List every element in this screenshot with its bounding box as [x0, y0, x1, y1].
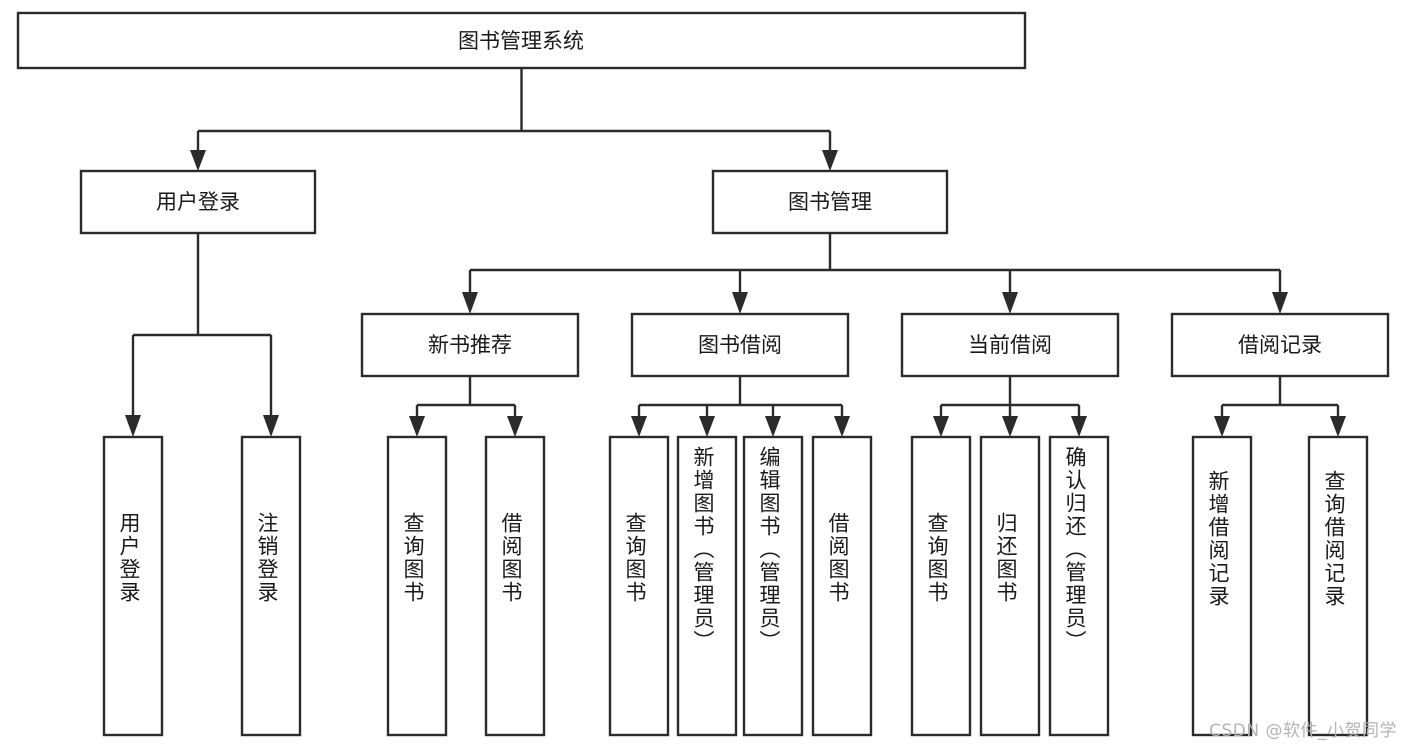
leaf-boxes-current-borrow[interactable] — [910, 435, 1110, 737]
leaf-box-bb-edit-book[interactable] — [742, 435, 804, 737]
node-new-book-recommend[interactable]: 新书推荐 — [360, 312, 580, 378]
node-root-label: 图书管理系统 — [458, 29, 584, 53]
node-new-book-recommend-box[interactable] — [360, 312, 580, 378]
leaf-box-br-add-record[interactable] — [1191, 435, 1253, 737]
arrow-head-bb-leaf-2 — [699, 416, 715, 437]
node-borrow-record[interactable]: 借阅记录 — [1170, 312, 1390, 378]
leaf-box-bb-add-book[interactable] — [676, 435, 738, 737]
connectors-new-book-to-leaves — [409, 376, 523, 437]
node-borrow-record-label: 借阅记录 — [1238, 333, 1322, 357]
leaf-box-cb-return-book[interactable] — [979, 435, 1041, 737]
node-current-borrow-box[interactable] — [900, 312, 1120, 378]
node-book-manage-box[interactable] — [711, 169, 949, 235]
leaf-box-nb-query-book[interactable] — [386, 435, 448, 737]
arrow-head-current-borrow — [1002, 292, 1018, 314]
connectors-book-borrow-to-leaves — [631, 376, 850, 437]
arrow-head-new-book-recommend — [462, 292, 478, 314]
leaf-boxes-user-login[interactable] — [102, 435, 302, 737]
node-user-login-box[interactable] — [79, 169, 317, 235]
leaf-box-user-login[interactable] — [102, 435, 164, 737]
node-book-borrow[interactable]: 图书借阅 — [630, 312, 850, 378]
arrow-head-nb-leaf-1 — [409, 416, 425, 437]
arrow-head-cb-leaf-3 — [1071, 416, 1087, 437]
arrow-head-leaf-logout — [263, 415, 279, 437]
node-current-borrow-label: 当前借阅 — [968, 333, 1052, 357]
leaf-boxes-new-book-recommend[interactable] — [386, 435, 546, 737]
leaf-boxes-borrow-record[interactable] — [1191, 435, 1369, 737]
node-book-manage-label: 图书管理 — [788, 190, 872, 214]
leaf-box-logout[interactable] — [240, 435, 302, 737]
node-root-box[interactable] — [16, 11, 1027, 70]
leaf-boxes-book-borrow[interactable] — [608, 435, 873, 737]
node-book-borrow-box[interactable] — [630, 312, 850, 378]
arrow-head-book-borrow — [732, 292, 748, 314]
arrow-head-user-login — [190, 150, 206, 171]
arrow-head-bb-leaf-3 — [765, 416, 781, 437]
connectors-borrow-record-to-leaves — [1214, 376, 1346, 437]
arrow-head-book-manage — [822, 150, 838, 171]
leaf-box-cb-confirm-return[interactable] — [1048, 435, 1110, 737]
arrow-head-nb-leaf-2 — [507, 416, 523, 437]
leaf-box-cb-query-book[interactable] — [910, 435, 972, 737]
node-new-book-recommend-label: 新书推荐 — [428, 333, 512, 357]
arrow-head-leaf-user-login — [125, 415, 141, 437]
leaf-box-bb-query-book[interactable] — [608, 435, 670, 737]
connectors-book-manage-to-level3 — [462, 234, 1288, 314]
arrow-head-br-leaf-2 — [1330, 416, 1346, 437]
leaf-box-nb-borrow-book[interactable] — [484, 435, 546, 737]
leaf-box-br-query-record[interactable] — [1307, 435, 1369, 737]
node-current-borrow[interactable]: 当前借阅 — [900, 312, 1120, 378]
node-borrow-record-box[interactable] — [1170, 312, 1390, 378]
node-root[interactable]: 图书管理系统 — [16, 11, 1027, 70]
node-user-login-label: 用户登录 — [156, 190, 240, 214]
connectors-user-login-to-leaves — [125, 234, 279, 437]
connectors-current-borrow-to-leaves — [933, 376, 1087, 437]
arrow-head-cb-leaf-2 — [1002, 416, 1018, 437]
arrow-head-borrow-record — [1272, 292, 1288, 314]
connectors-root-to-level2 — [190, 69, 838, 171]
arrow-head-br-leaf-1 — [1214, 416, 1230, 437]
arrow-head-cb-leaf-1 — [933, 416, 949, 437]
arrow-head-bb-leaf-4 — [834, 416, 850, 437]
csdn-watermark: CSDN @软件_小贺同学 — [1209, 721, 1397, 741]
arrow-head-bb-leaf-1 — [631, 416, 647, 437]
node-book-manage[interactable]: 图书管理 — [711, 169, 949, 235]
leaf-box-bb-borrow-book[interactable] — [811, 435, 873, 737]
node-user-login[interactable]: 用户登录 — [79, 169, 317, 235]
node-book-borrow-label: 图书借阅 — [698, 333, 782, 357]
